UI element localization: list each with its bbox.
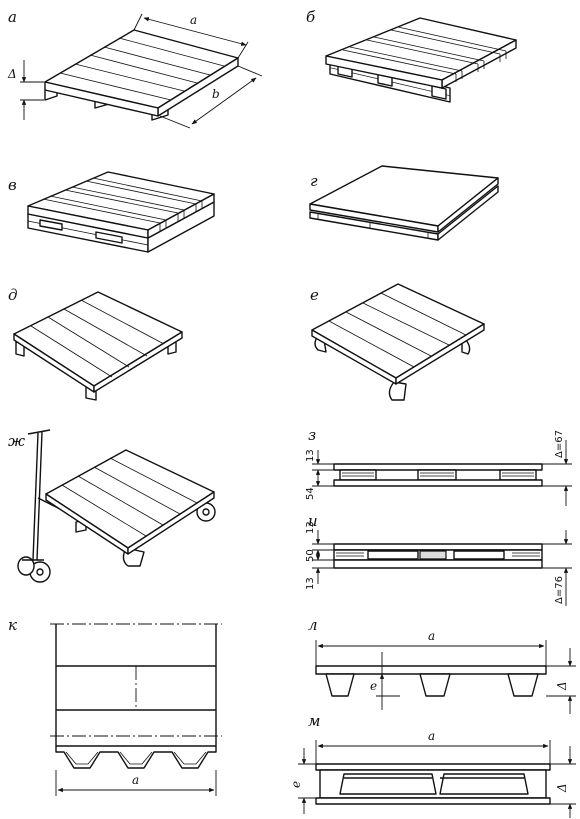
- panel-label-l: л: [308, 616, 318, 634]
- panel-label-k: к: [8, 616, 17, 634]
- dim-b-label: b: [212, 87, 220, 101]
- panel-l: л a e Δ: [308, 616, 576, 714]
- panel-label-b: б: [306, 8, 316, 26]
- panel-z: з 13 54 Δ=67: [305, 426, 572, 506]
- panel-label-z: з: [308, 426, 316, 444]
- panel-label-a: а: [8, 8, 17, 26]
- dim-l-e: e: [370, 679, 377, 693]
- panel-label-e: е: [310, 286, 319, 304]
- dim-k-a: a: [132, 773, 139, 787]
- panel-label-d: д: [8, 286, 18, 304]
- panel-e: е: [310, 283, 485, 401]
- dim-z-bottom: 54: [305, 487, 316, 500]
- panel-k: к a: [8, 616, 222, 796]
- dim-z-top: 13: [305, 449, 316, 462]
- dim-l-delta: Δ: [555, 681, 569, 691]
- panel-v: в: [8, 171, 215, 253]
- dim-i-bottom: 13: [305, 577, 316, 590]
- panel-label-m: м: [308, 712, 320, 730]
- dim-m-a: a: [428, 729, 435, 743]
- panel-label-g: г: [310, 172, 318, 190]
- dim-a-label: a: [190, 13, 197, 27]
- panel-i: и 13 50 13 Δ=76: [305, 512, 572, 606]
- dim-i-top: 13: [305, 521, 316, 534]
- panel-d: д: [8, 286, 183, 401]
- dim-m-delta: Δ: [555, 783, 569, 793]
- panel-label-v: в: [8, 176, 17, 194]
- panel-zh: ж: [8, 429, 216, 583]
- panel-b: б: [306, 8, 517, 103]
- dim-i-total: Δ=76: [554, 576, 565, 604]
- panel-label-i: и: [308, 512, 318, 530]
- panel-a: а a b Δ: [7, 8, 263, 129]
- panel-m: м a e Δ: [289, 712, 576, 818]
- dim-delta-a: Δ: [7, 67, 17, 81]
- dim-i-mid: 50: [305, 549, 316, 562]
- dim-l-a: a: [428, 629, 435, 643]
- panel-g: г: [309, 165, 499, 241]
- dim-m-e: e: [289, 781, 303, 788]
- panel-label-zh: ж: [8, 432, 25, 450]
- dim-z-total: Δ=67: [554, 430, 565, 458]
